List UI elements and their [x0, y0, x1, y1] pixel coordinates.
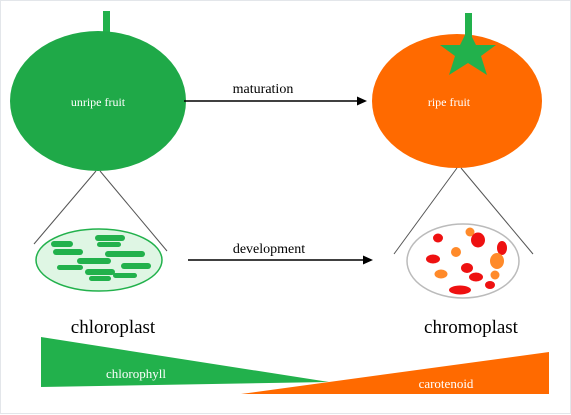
- plastoglobules: [426, 227, 507, 295]
- carotenoid-wedge: [241, 352, 549, 394]
- plastoglobule-red: [449, 285, 471, 295]
- plastoglobule-red: [426, 254, 440, 264]
- development-label: development: [233, 242, 305, 257]
- thylakoid: [121, 263, 151, 269]
- plastoglobule-orange: [434, 269, 448, 279]
- thylakoid: [51, 241, 73, 247]
- thylakoid: [105, 251, 145, 257]
- chromoplast: chromoplast: [406, 223, 520, 338]
- unripe-fruit-stem: [103, 11, 110, 35]
- thylakoid: [57, 265, 83, 270]
- thylakoid: [89, 276, 111, 281]
- thylakoid: [97, 242, 121, 247]
- development-arrow-head: [363, 255, 373, 265]
- chromoplast-membrane: [406, 223, 520, 299]
- development-arrow: development: [188, 242, 373, 265]
- zoom-line-left-b: [99, 170, 168, 252]
- ripe-fruit-body: [372, 34, 542, 168]
- thylakoids: [51, 235, 151, 281]
- chloroplast-label: chloroplast: [71, 317, 156, 338]
- plastoglobule-red: [485, 281, 495, 289]
- thylakoid: [77, 258, 111, 264]
- zoom-line-right-b: [460, 167, 534, 255]
- ripe-fruit: ripe fruit: [372, 13, 542, 168]
- zoom-line-left-a: [33, 170, 97, 245]
- chlorophyll-wedge: [41, 337, 329, 387]
- plastoglobule-red: [469, 272, 483, 282]
- plastoglobule-red: [497, 241, 507, 255]
- thylakoid: [113, 273, 137, 278]
- maturation-label: maturation: [233, 82, 294, 97]
- unripe-fruit-body: [10, 31, 186, 171]
- unripe-fruit: unripe fruit: [10, 11, 186, 171]
- carotenoid-label: carotenoid: [419, 376, 474, 391]
- ripe-fruit-stem: [465, 13, 472, 39]
- zoom-lines-right: [393, 167, 534, 255]
- plastoglobule-orange: [451, 247, 461, 257]
- plastoglobule-orange: [490, 253, 504, 269]
- thylakoid: [85, 269, 115, 275]
- ripe-fruit-label: ripe fruit: [428, 95, 471, 109]
- chlorophyll-label: chlorophyll: [106, 366, 166, 381]
- ripe-fruit-calyx-star: [440, 29, 496, 75]
- plastoglobule-orange: [490, 270, 500, 280]
- plastoglobule-red: [461, 263, 473, 273]
- zoom-lines-left: [33, 170, 168, 252]
- plastoglobule-orange: [465, 227, 475, 237]
- thylakoid: [95, 235, 125, 241]
- maturation-arrow: maturation: [184, 82, 367, 106]
- plastoglobule-red: [471, 232, 485, 248]
- zoom-line-right-a: [393, 167, 458, 255]
- carotenoid-gradient: carotenoid: [241, 352, 549, 394]
- thylakoid: [53, 249, 83, 255]
- chromoplast-label: chromoplast: [424, 317, 519, 338]
- plastoglobule-red: [433, 233, 443, 243]
- unripe-fruit-label: unripe fruit: [71, 95, 126, 109]
- chlorophyll-gradient: chlorophyll: [41, 337, 329, 387]
- maturation-arrow-head: [357, 96, 367, 106]
- chloroplast: chloroplast: [35, 228, 163, 338]
